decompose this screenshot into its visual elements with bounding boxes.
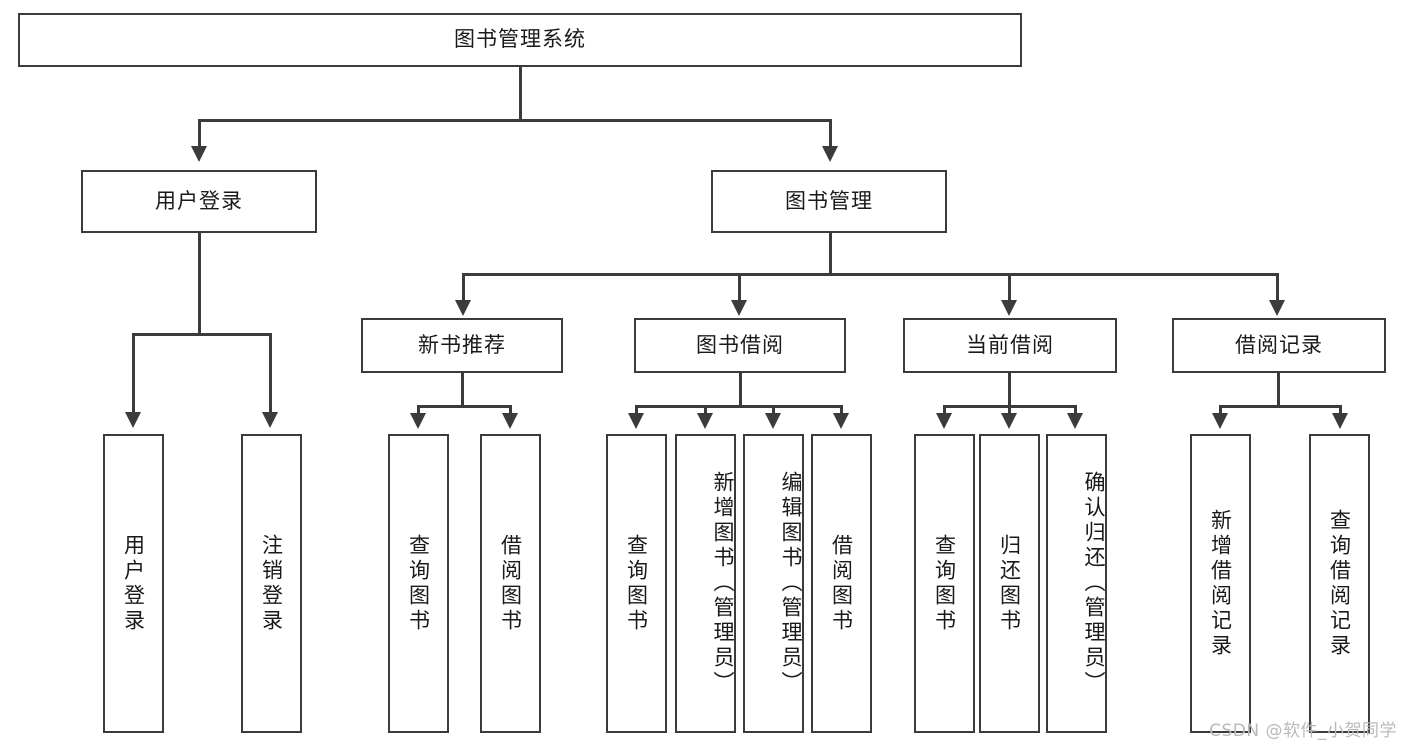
leaf-borrow-record-add-record[interactable]: 新增借阅记录 [1190,434,1251,733]
watermark-text: CSDN @软件_小贺同学 [1209,721,1397,741]
leaf-user-login-login[interactable]: 用户登录 [103,434,164,733]
leaf-new-book-borrow-book[interactable]: 借阅图书 [480,434,541,733]
edge-book-manage-stem [829,233,832,275]
node-current-borrow[interactable]: 当前借阅 [903,318,1117,373]
edge-user-login-stem [198,233,201,335]
edge-root-bus [198,119,832,122]
edge-book-manage-to-current-borrow [1008,273,1011,303]
node-label: 图书管理 [785,188,873,213]
edge-current-borrow-to-leaf-2 [1008,405,1011,417]
node-label: 借阅图书 [498,533,523,634]
node-label: 注销登录 [259,533,284,634]
edge-book-borrow-to-leaf-2 [704,405,707,417]
node-root-system[interactable]: 图书管理系统 [18,13,1022,67]
arrow-book-borrow-to-leaf-1 [628,413,644,429]
arrow-book-manage-to-current-borrow [1001,300,1017,316]
node-borrow-record[interactable]: 借阅记录 [1172,318,1386,373]
node-new-book-recommend[interactable]: 新书推荐 [361,318,563,373]
arrow-new-book-to-leaf-1 [410,413,426,429]
edge-book-borrow-bus [635,405,843,408]
node-label: 编辑图书（管理员） [779,471,803,696]
node-label: 图书借阅 [696,332,784,357]
edge-book-manage-bus [462,273,1279,276]
leaf-book-borrow-add-book[interactable]: 新增图书（管理员） [675,434,736,733]
arrow-root-to-book-manage [822,146,838,162]
edge-book-borrow-to-leaf-3 [772,405,775,417]
edge-user-login-to-leaf-2 [269,333,272,415]
edge-borrow-record-to-leaf-2 [1339,405,1342,417]
edge-user-login-bus [132,333,271,336]
leaf-user-login-logout[interactable]: 注销登录 [241,434,302,733]
node-label: 查询借阅记录 [1327,508,1352,659]
edge-book-borrow-stem [739,373,742,407]
edge-borrow-record-bus [1219,405,1342,408]
node-label: 用户登录 [121,533,146,634]
node-label: 新书推荐 [418,332,506,357]
edge-book-manage-to-borrow-record [1276,273,1279,303]
edge-new-book-stem [461,373,464,407]
node-label: 新增借阅记录 [1208,508,1233,659]
edge-current-borrow-stem [1008,373,1011,407]
node-label: 新增图书（管理员） [711,471,735,696]
leaf-book-borrow-borrow-book[interactable]: 借阅图书 [811,434,872,733]
edge-book-borrow-to-leaf-4 [840,405,843,417]
node-book-borrow[interactable]: 图书借阅 [634,318,846,373]
edge-book-manage-to-new-book [462,273,465,303]
node-label: 查询图书 [932,533,957,634]
leaf-current-borrow-query-book[interactable]: 查询图书 [914,434,975,733]
leaf-book-borrow-edit-book[interactable]: 编辑图书（管理员） [743,434,804,733]
node-user-login[interactable]: 用户登录 [81,170,317,233]
arrow-current-borrow-to-leaf-3 [1067,413,1083,429]
node-label: 归还图书 [997,533,1022,634]
edge-root-to-book-manage [829,119,832,149]
node-label: 借阅图书 [829,533,854,634]
arrow-book-borrow-to-leaf-2 [697,413,713,429]
edge-root-stem [519,67,522,121]
edge-user-login-to-leaf-1 [132,333,135,415]
edge-borrow-record-to-leaf-1 [1219,405,1222,417]
edge-new-book-to-leaf-2 [509,405,512,417]
node-label: 确认归还（管理员） [1082,471,1106,696]
node-label: 图书管理系统 [454,27,586,52]
node-label: 用户登录 [155,188,243,213]
arrow-current-borrow-to-leaf-2 [1001,413,1017,429]
arrow-book-borrow-to-leaf-4 [833,413,849,429]
leaf-current-borrow-return-book[interactable]: 归还图书 [979,434,1040,733]
edge-borrow-record-stem [1277,373,1280,407]
node-book-management[interactable]: 图书管理 [711,170,947,233]
arrow-book-manage-to-book-borrow [731,300,747,316]
edge-root-to-user-login [198,119,201,149]
leaf-borrow-record-query-record[interactable]: 查询借阅记录 [1309,434,1370,733]
edge-book-manage-to-book-borrow [738,273,741,303]
arrow-current-borrow-to-leaf-1 [936,413,952,429]
arrow-book-manage-to-new-book [455,300,471,316]
arrow-book-borrow-to-leaf-3 [765,413,781,429]
arrow-new-book-to-leaf-2 [502,413,518,429]
leaf-current-borrow-confirm-return[interactable]: 确认归还（管理员） [1046,434,1107,733]
edge-book-borrow-to-leaf-1 [635,405,638,417]
node-label: 借阅记录 [1235,332,1323,357]
arrow-borrow-record-to-leaf-1 [1212,413,1228,429]
node-label: 当前借阅 [966,332,1054,357]
arrow-root-to-user-login [191,146,207,162]
arrow-book-manage-to-borrow-record [1269,300,1285,316]
edge-current-borrow-to-leaf-1 [943,405,946,417]
leaf-book-borrow-query-book[interactable]: 查询图书 [606,434,667,733]
edge-new-book-bus [417,405,512,408]
edge-current-borrow-to-leaf-3 [1074,405,1077,417]
node-label: 查询图书 [624,533,649,634]
leaf-new-book-query-book[interactable]: 查询图书 [388,434,449,733]
node-label: 查询图书 [406,533,431,634]
arrow-user-login-to-leaf-2 [262,412,278,428]
arrow-borrow-record-to-leaf-2 [1332,413,1348,429]
arrow-user-login-to-leaf-1 [125,412,141,428]
edge-new-book-to-leaf-1 [417,405,420,417]
